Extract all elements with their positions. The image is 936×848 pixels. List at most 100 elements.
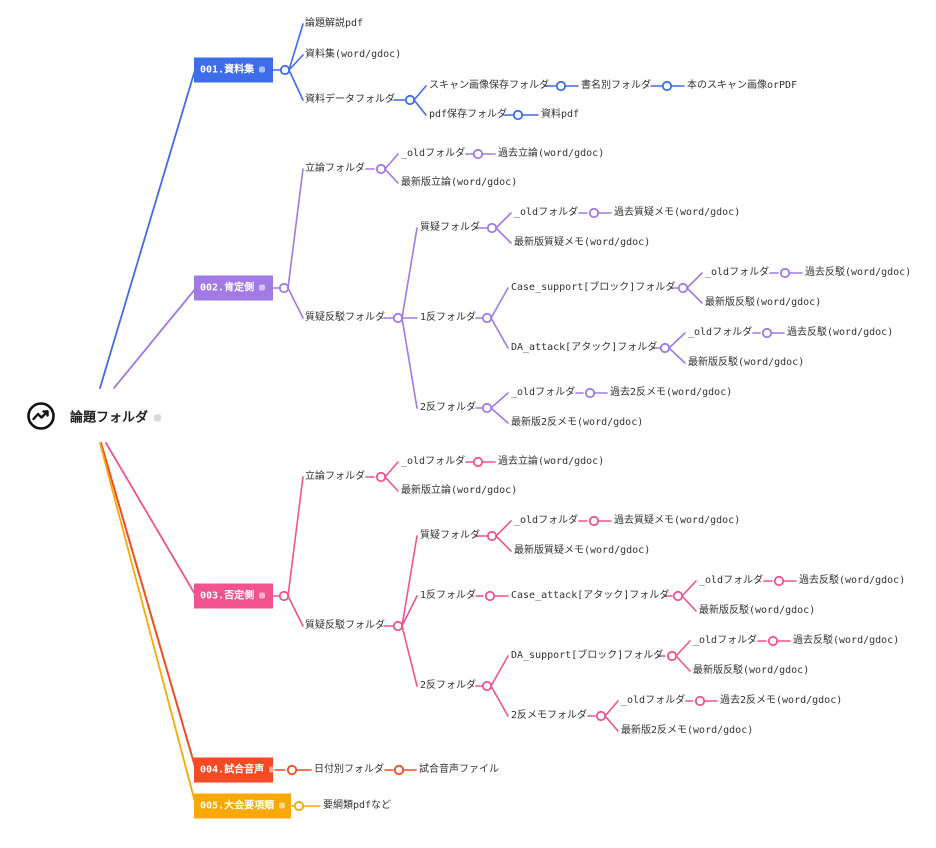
topic-node[interactable]: 質疑反駁フォルダ bbox=[305, 312, 385, 323]
collapse-toggle[interactable] bbox=[584, 387, 596, 399]
topic-node[interactable]: DA_attack[アタック]フォルダ bbox=[511, 342, 658, 353]
topic-node[interactable]: 最新版質疑メモ(word/gdoc) bbox=[514, 545, 651, 556]
branch-b5[interactable]: 005.大会要項類 bbox=[194, 793, 291, 819]
topic-node[interactable]: 質疑フォルダ bbox=[420, 222, 480, 233]
collapse-toggle[interactable] bbox=[555, 80, 567, 92]
topic-node[interactable]: 質疑反駁フォルダ bbox=[305, 620, 385, 631]
collapse-toggle[interactable] bbox=[779, 267, 791, 279]
topic-node[interactable]: _oldフォルダ bbox=[699, 575, 764, 586]
topic-node[interactable]: 日付別フォルダ bbox=[314, 764, 384, 775]
topic-node[interactable]: 過去反駁(word/gdoc) bbox=[805, 267, 912, 278]
topic-node[interactable]: Case_support[ブロック]フォルダ bbox=[511, 282, 676, 293]
collapse-toggle[interactable] bbox=[481, 402, 493, 414]
collapse-toggle[interactable] bbox=[694, 695, 706, 707]
topic-node[interactable]: Case_attack[アタック]フォルダ bbox=[511, 590, 670, 601]
topic-node[interactable]: 立論フォルダ bbox=[305, 163, 365, 174]
topic-node[interactable]: 過去2反メモ(word/gdoc) bbox=[720, 695, 843, 706]
topic-node[interactable]: _oldフォルダ bbox=[514, 207, 579, 218]
topic-node[interactable]: スキャン画像保存フォルダ bbox=[429, 80, 549, 91]
topic-node[interactable]: 最新版反駁(word/gdoc) bbox=[688, 357, 805, 368]
collapse-toggle[interactable] bbox=[588, 207, 600, 219]
collapse-toggle[interactable] bbox=[286, 764, 298, 776]
collapse-toggle[interactable] bbox=[761, 327, 773, 339]
collapse-toggle[interactable] bbox=[666, 650, 678, 662]
topic-node[interactable]: 最新版反駁(word/gdoc) bbox=[705, 297, 822, 308]
topic-node[interactable]: _oldフォルダ bbox=[401, 456, 466, 467]
collapse-toggle[interactable] bbox=[512, 109, 524, 121]
branch-b1[interactable]: 001.資料集 bbox=[194, 57, 273, 83]
collapse-toggle[interactable] bbox=[472, 456, 484, 468]
topic-node[interactable]: 試合音声ファイル bbox=[419, 764, 499, 775]
collapse-toggle[interactable] bbox=[588, 515, 600, 527]
topic-node[interactable]: 立論フォルダ bbox=[305, 471, 365, 482]
topic-node[interactable]: 過去反駁(word/gdoc) bbox=[793, 635, 900, 646]
topic-node[interactable]: 2反フォルダ bbox=[420, 680, 477, 691]
topic-node[interactable]: 本のスキャン画像orPDF bbox=[687, 80, 798, 91]
topic-node[interactable]: 過去反駁(word/gdoc) bbox=[799, 575, 906, 586]
topic-node[interactable]: 最新版質疑メモ(word/gdoc) bbox=[514, 237, 651, 248]
collapse-toggle[interactable] bbox=[278, 590, 290, 602]
topic-node[interactable]: 資料データフォルダ bbox=[305, 94, 395, 105]
branch-b3[interactable]: 003.否定側 bbox=[194, 583, 273, 609]
collapse-toggle[interactable] bbox=[486, 530, 498, 542]
topic-node[interactable]: 最新版反駁(word/gdoc) bbox=[693, 665, 810, 676]
note-icon bbox=[279, 802, 286, 809]
topic-node[interactable]: 2反フォルダ bbox=[420, 402, 477, 413]
collapse-toggle[interactable] bbox=[393, 764, 405, 776]
topic-node[interactable]: 質疑フォルダ bbox=[420, 530, 480, 541]
topic-node[interactable]: _oldフォルダ bbox=[693, 635, 758, 646]
collapse-toggle[interactable] bbox=[278, 282, 290, 294]
collapse-toggle[interactable] bbox=[293, 800, 305, 812]
topic-node[interactable]: 最新版反駁(word/gdoc) bbox=[699, 605, 816, 616]
topic-node[interactable]: _oldフォルダ bbox=[705, 267, 770, 278]
topic-node[interactable]: 最新版立論(word/gdoc) bbox=[401, 485, 518, 496]
branch-b4[interactable]: 004.試合音声 bbox=[194, 757, 276, 783]
topic-node[interactable]: pdf保存フォルダ bbox=[429, 109, 508, 120]
collapse-toggle[interactable] bbox=[659, 342, 671, 354]
collapse-toggle[interactable] bbox=[677, 282, 689, 294]
topic-node[interactable]: 要綱類pdfなど bbox=[323, 800, 392, 811]
topic-node[interactable]: 過去立論(word/gdoc) bbox=[498, 456, 605, 467]
collapse-toggle[interactable] bbox=[767, 635, 779, 647]
connector bbox=[490, 392, 509, 409]
collapse-toggle[interactable] bbox=[661, 80, 673, 92]
collapse-toggle[interactable] bbox=[392, 620, 404, 632]
topic-node[interactable]: 2反メモフォルダ bbox=[511, 710, 588, 721]
collapse-toggle[interactable] bbox=[375, 471, 387, 483]
topic-node[interactable]: _oldフォルダ bbox=[621, 695, 686, 706]
collapse-toggle[interactable] bbox=[595, 710, 607, 722]
topic-node[interactable]: 過去2反メモ(word/gdoc) bbox=[610, 387, 733, 398]
topic-node[interactable]: _oldフォルダ bbox=[514, 515, 579, 526]
topic-node[interactable]: _oldフォルダ bbox=[511, 387, 576, 398]
collapse-toggle[interactable] bbox=[392, 312, 404, 324]
topic-node[interactable]: 最新版2反メモ(word/gdoc) bbox=[621, 725, 754, 736]
root-node[interactable]: 論題フォルダ bbox=[70, 407, 162, 426]
collapse-toggle[interactable] bbox=[773, 575, 785, 587]
collapse-toggle[interactable] bbox=[279, 64, 291, 76]
topic-node[interactable]: _oldフォルダ bbox=[401, 148, 466, 159]
topic-node[interactable]: 過去立論(word/gdoc) bbox=[498, 148, 605, 159]
collapse-toggle[interactable] bbox=[672, 590, 684, 602]
topic-node[interactable]: 論題解説pdf bbox=[305, 18, 364, 29]
topic-node[interactable]: 1反フォルダ bbox=[420, 590, 477, 601]
collapse-toggle[interactable] bbox=[486, 222, 498, 234]
collapse-toggle[interactable] bbox=[481, 680, 493, 692]
connector bbox=[401, 625, 418, 687]
collapse-toggle[interactable] bbox=[484, 590, 496, 602]
topic-node[interactable]: 最新版2反メモ(word/gdoc) bbox=[511, 417, 644, 428]
topic-node[interactable]: _oldフォルダ bbox=[688, 327, 753, 338]
collapse-toggle[interactable] bbox=[481, 312, 493, 324]
branch-b2[interactable]: 002.肯定側 bbox=[194, 275, 273, 301]
collapse-toggle[interactable] bbox=[404, 94, 416, 106]
collapse-toggle[interactable] bbox=[472, 148, 484, 160]
topic-node[interactable]: 1反フォルダ bbox=[420, 312, 477, 323]
topic-node[interactable]: 書名別フォルダ bbox=[581, 80, 651, 91]
topic-node[interactable]: DA_support[ブロック]フォルダ bbox=[511, 650, 664, 661]
topic-node[interactable]: 過去質疑メモ(word/gdoc) bbox=[614, 207, 741, 218]
topic-node[interactable]: 資料集(word/gdoc) bbox=[305, 49, 402, 60]
topic-node[interactable]: 最新版立論(word/gdoc) bbox=[401, 177, 518, 188]
topic-node[interactable]: 過去質疑メモ(word/gdoc) bbox=[614, 515, 741, 526]
collapse-toggle[interactable] bbox=[375, 163, 387, 175]
topic-node[interactable]: 過去反駁(word/gdoc) bbox=[787, 327, 894, 338]
topic-node[interactable]: 資料pdf bbox=[541, 109, 580, 120]
